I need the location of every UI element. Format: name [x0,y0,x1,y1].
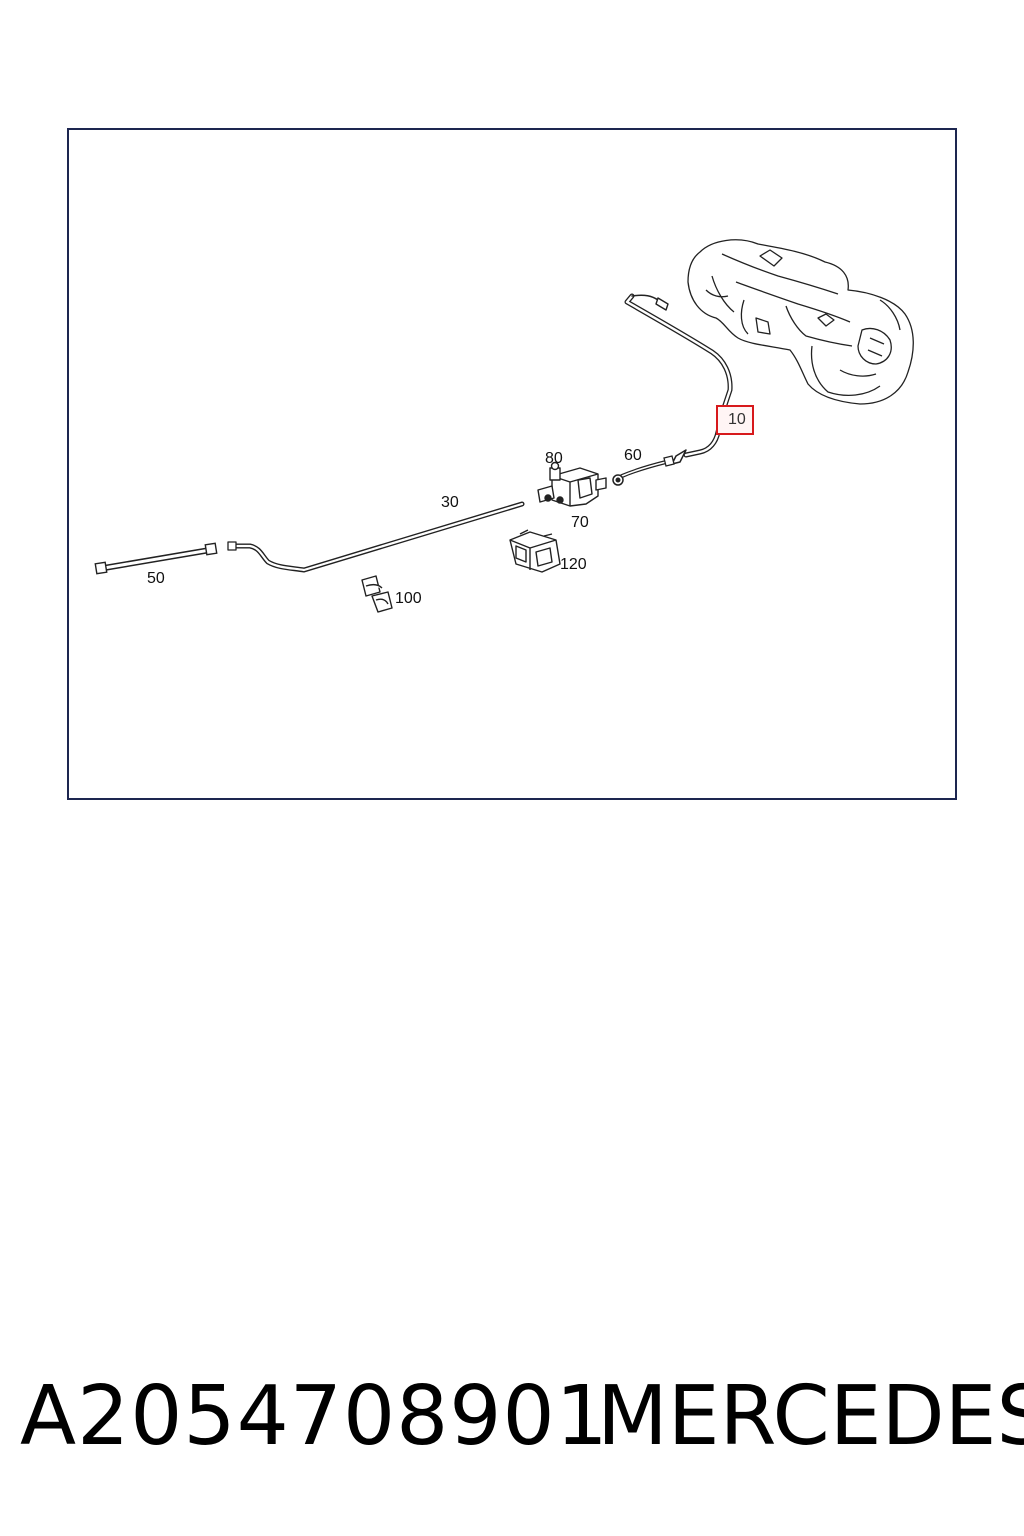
part-number: A2054708901 [20,1369,609,1464]
pipe-10-drawing [624,293,733,465]
callout-120[interactable]: 120 [560,556,587,573]
fuel-tank-drawing [687,239,914,405]
part-60-drawing [612,455,675,486]
pipe-30-drawing [227,501,525,573]
brand-name: MERCEDES [597,1369,1024,1464]
callout-70[interactable]: 70 [571,514,589,531]
diagram-frame [67,128,957,800]
callout-50[interactable]: 50 [147,570,165,587]
callout-80[interactable]: 80 [545,450,563,467]
pipe-50-drawing [94,542,218,575]
callout-30[interactable]: 30 [441,494,459,511]
callout-60[interactable]: 60 [624,447,642,464]
callout-10[interactable]: 10 [716,405,754,435]
clip-100-drawing [361,575,393,613]
callout-100[interactable]: 100 [395,590,422,607]
valve-block-drawing [537,461,607,507]
bracket-120-drawing [509,529,561,573]
